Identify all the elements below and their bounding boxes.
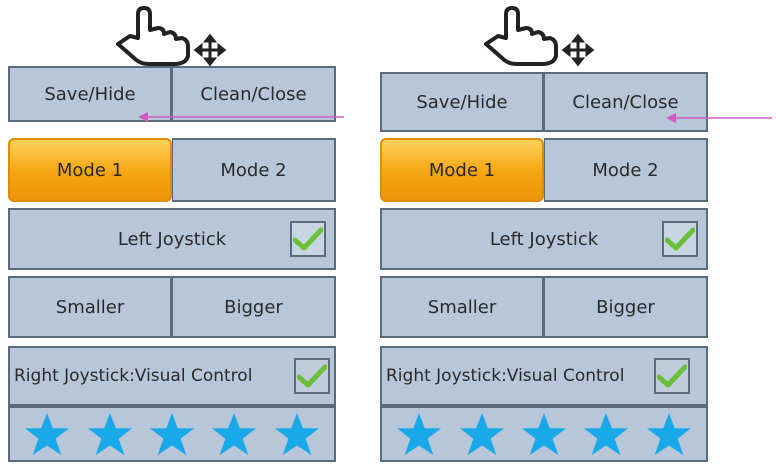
star-icon[interactable] <box>582 411 630 457</box>
mode-2-button[interactable]: Mode 2 <box>172 138 336 202</box>
star-icon[interactable] <box>520 411 568 457</box>
rating-row <box>380 406 708 462</box>
control-panel-right: Save/Hide Clean/Close Mode 1 Mode 2 Left… <box>380 66 708 466</box>
star-icon[interactable] <box>645 411 693 457</box>
right-joystick-row: Right Joystick:Visual Control <box>380 346 708 406</box>
left-joystick-checkbox[interactable] <box>662 221 698 257</box>
left-joystick-label: Left Joystick <box>489 228 599 250</box>
star-icon[interactable] <box>210 411 258 457</box>
left-joystick-toggle[interactable]: Left Joystick <box>8 208 336 270</box>
size-row: Smaller Bigger <box>380 276 708 338</box>
mode-row: Mode 1 Mode 2 <box>380 138 708 202</box>
right-joystick-row: Right Joystick:Visual Control <box>8 346 336 406</box>
pointer-arrow-right <box>666 113 772 123</box>
save-clean-row: Save/Hide Clean/Close <box>8 66 336 122</box>
check-icon <box>657 364 687 388</box>
clean-close-button[interactable]: Clean/Close <box>172 66 336 122</box>
control-panel-left: Save/Hide Clean/Close Mode 1 Mode 2 Left… <box>8 66 336 466</box>
right-joystick-label: Right Joystick:Visual Control <box>386 366 625 386</box>
star-icon[interactable] <box>86 411 134 457</box>
star-rating[interactable] <box>8 406 336 462</box>
right-joystick-label: Right Joystick:Visual Control <box>14 366 253 386</box>
clean-close-button[interactable]: Clean/Close <box>544 72 708 132</box>
mode-1-button[interactable]: Mode 1 <box>380 138 544 202</box>
size-row: Smaller Bigger <box>8 276 336 338</box>
mode-row: Mode 1 Mode 2 <box>8 138 336 202</box>
left-joystick-checkbox[interactable] <box>290 221 326 257</box>
star-icon[interactable] <box>148 411 196 457</box>
hand-move-icon[interactable] <box>468 6 618 67</box>
left-joystick-label: Left Joystick <box>117 228 227 250</box>
check-icon <box>297 364 327 388</box>
mode-2-button[interactable]: Mode 2 <box>544 138 708 202</box>
check-icon <box>665 227 695 251</box>
bigger-button[interactable]: Bigger <box>172 276 336 338</box>
check-icon <box>293 227 323 251</box>
right-joystick-checkbox[interactable] <box>294 358 330 394</box>
smaller-button[interactable]: Smaller <box>380 276 544 338</box>
hand-move-icon[interactable] <box>100 6 250 67</box>
bigger-button[interactable]: Bigger <box>544 276 708 338</box>
save-hide-button[interactable]: Save/Hide <box>380 72 544 132</box>
star-icon[interactable] <box>395 411 443 457</box>
star-icon[interactable] <box>23 411 71 457</box>
rating-row <box>8 406 336 462</box>
star-rating[interactable] <box>380 406 708 462</box>
pointer-arrow-left <box>138 112 344 122</box>
right-joystick-toggle[interactable]: Right Joystick:Visual Control <box>380 346 708 406</box>
right-joystick-checkbox[interactable] <box>654 358 690 394</box>
mode-1-button[interactable]: Mode 1 <box>8 138 172 202</box>
smaller-button[interactable]: Smaller <box>8 276 172 338</box>
star-icon[interactable] <box>458 411 506 457</box>
right-joystick-toggle[interactable]: Right Joystick:Visual Control <box>8 346 336 406</box>
left-joystick-row: Left Joystick <box>8 208 336 270</box>
left-joystick-toggle[interactable]: Left Joystick <box>380 208 708 270</box>
left-joystick-row: Left Joystick <box>380 208 708 270</box>
star-icon[interactable] <box>273 411 321 457</box>
save-hide-button[interactable]: Save/Hide <box>8 66 172 122</box>
save-clean-row: Save/Hide Clean/Close <box>380 72 708 132</box>
